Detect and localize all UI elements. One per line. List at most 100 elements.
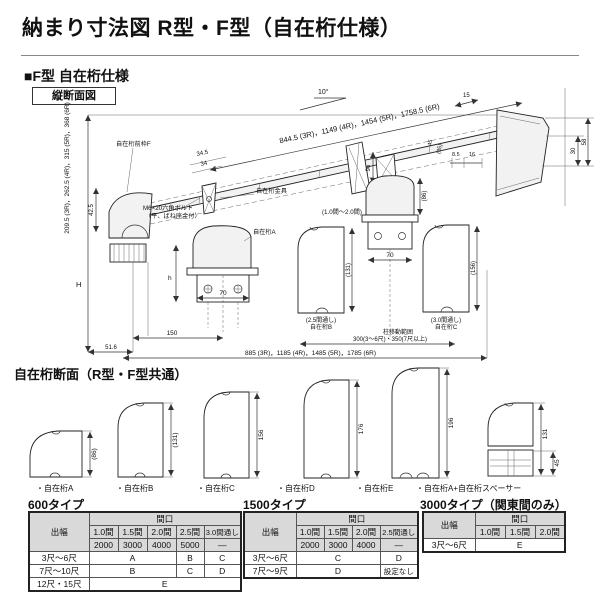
- dim-profile-spacer-total: 131: [542, 428, 549, 439]
- profile-a-spacer-label: ・自在桁A+自在桁スペーサー: [416, 484, 522, 493]
- post-h-dimension: h: [168, 245, 179, 302]
- col-header: 1.0間: [295, 525, 325, 539]
- label-bolt-2: （平、ばね座金付）: [145, 212, 201, 220]
- view-label-box: 縦断面図: [32, 87, 116, 105]
- label-girder-b2: 自在桁B: [310, 323, 332, 331]
- dim-girder-b-h: (131): [346, 263, 352, 277]
- depth-header: 出幅: [243, 511, 297, 552]
- dim-front2: 34: [200, 161, 208, 168]
- row-label: 3尺～6尺: [422, 538, 476, 553]
- bracket1-width-dimension: 70: [197, 290, 249, 301]
- row-label: 3尺～6尺: [243, 551, 297, 565]
- value-cell: D: [203, 564, 242, 578]
- num-cell: 3000: [117, 538, 148, 552]
- col-header: 2.0間: [351, 525, 381, 539]
- col-header: 1.5間: [504, 525, 536, 539]
- dim-height-H: H: [76, 280, 81, 289]
- dim-hanger: 96: [366, 164, 372, 171]
- dim-profile-spacer: 45: [554, 459, 561, 467]
- dim-bracket2-w: 70: [386, 252, 394, 259]
- dim-rear-w2: 16: [469, 152, 475, 158]
- value-cell: C: [175, 564, 205, 578]
- dim-offset: 51.6: [105, 345, 117, 351]
- label-girder-c2: 自在桁C: [435, 323, 458, 331]
- num-cell: 2000: [88, 538, 119, 552]
- slope-angle-label: 10°: [318, 88, 329, 96]
- dim-rear-d1: 45: [427, 139, 434, 146]
- title-divider: [21, 55, 579, 56]
- front-hanger: [201, 182, 217, 215]
- dim-front1: 34.5: [196, 150, 209, 158]
- span-header: 間口: [295, 511, 419, 526]
- row-label: 12尺・15尺: [28, 577, 90, 592]
- rear-right-dimensions: 58 30: [542, 117, 594, 167]
- col-header: 1.5間: [323, 525, 353, 539]
- bracket-assembly-2: [361, 175, 419, 340]
- bottom-length-dimension: 885 (3R)，1185 (4R)，1485 (5R)，1785 (6R): [123, 350, 487, 361]
- num-cell: ―: [203, 538, 242, 552]
- dim-bracket2-h: (86): [422, 191, 428, 202]
- front-drop-dimension: 42.5: [89, 188, 99, 232]
- slope-indicator: 10°: [299, 88, 347, 111]
- leader-girder-a: [243, 235, 253, 242]
- label-girder-a: 自在桁A: [253, 228, 277, 236]
- post-inset-dimension: 150: [133, 330, 223, 341]
- section-f-heading: ■F型 自在桁仕様: [24, 68, 129, 84]
- dim-girder-c-h: (156): [471, 261, 477, 275]
- profile-c-label: ・自在桁C: [197, 484, 235, 493]
- label-post-range2: 300(3～6尺)・350(7尺以上): [353, 335, 427, 343]
- dim-rear-top: 15: [463, 93, 470, 99]
- profile-d-label: ・自在桁D: [277, 484, 315, 493]
- num-cell: 4000: [146, 538, 177, 552]
- dim-bottom-lengths: 885 (3R)，1185 (4R)，1485 (5R)，1785 (6R): [245, 350, 376, 357]
- col-header: 1.5間: [117, 525, 148, 539]
- table-600-title: 600タイプ: [28, 498, 85, 512]
- profile-d: 176: [303, 379, 365, 479]
- profile-b: (131): [117, 402, 179, 478]
- depth-header: 出幅: [28, 511, 90, 552]
- col-header: 2.5間通し: [379, 525, 419, 539]
- rear-end-cap: [495, 109, 550, 197]
- table-3000-title: 3000タイプ（関東間のみ）: [420, 498, 567, 512]
- rear-bottom-dimensions: 8.5 16: [450, 152, 483, 168]
- num-cell: ―: [379, 538, 419, 552]
- num-cell: 2000: [295, 538, 325, 552]
- hanger-height-dimension: 96: [366, 152, 376, 184]
- col-header: 2.0間: [534, 525, 566, 539]
- num-cell: 5000: [175, 538, 205, 552]
- span-header: 間口: [88, 511, 242, 526]
- label-hardware: 自在桁金具: [256, 187, 287, 195]
- col-header: 3.0間通し: [203, 525, 242, 539]
- dim-profile-e: 196: [448, 417, 455, 428]
- value-cell: B: [88, 564, 177, 578]
- leader-front-frame: [126, 147, 134, 193]
- row-label: 7尺～10尺: [28, 564, 90, 578]
- girder-b-profile: (131) (2.5間通し) 自在桁B: [297, 226, 355, 331]
- profile-a-label: ・自在桁A: [36, 484, 74, 493]
- profile-c: 156: [203, 391, 265, 479]
- label-front-frame: 自在桁前枠F: [116, 140, 151, 148]
- profile-e-label: ・自在桁E: [356, 484, 394, 493]
- num-cell: 4000: [351, 538, 381, 552]
- value-cell: E: [88, 577, 242, 592]
- col-header: 2.5間: [175, 525, 205, 539]
- value-cell: D: [295, 564, 381, 579]
- dim-bracket1-w: 70: [219, 290, 227, 297]
- dim-post-inset: 150: [167, 330, 178, 337]
- row-label: 7尺～9尺: [243, 564, 297, 579]
- profile-a-spacer: 131 45: [487, 402, 561, 477]
- dim-profile-a: (86): [91, 448, 98, 460]
- row-label: 3尺～6尺: [28, 551, 90, 565]
- bracket2-width-dimension: 70: [368, 252, 412, 263]
- value-cell: D: [379, 551, 419, 565]
- num-cell: 3000: [323, 538, 353, 552]
- front-frame-assembly: [108, 192, 153, 352]
- rear-top-dimension: 15: [454, 93, 479, 108]
- span-header: 間口: [474, 511, 566, 526]
- profile-e: 196: [391, 367, 455, 479]
- value-cell: A: [88, 551, 177, 565]
- col-header: 2.0間: [146, 525, 177, 539]
- label-girder-b1: (2.5間通し): [306, 316, 336, 324]
- profile-a: (86): [29, 430, 98, 478]
- dim-profile-c: 156: [258, 429, 265, 440]
